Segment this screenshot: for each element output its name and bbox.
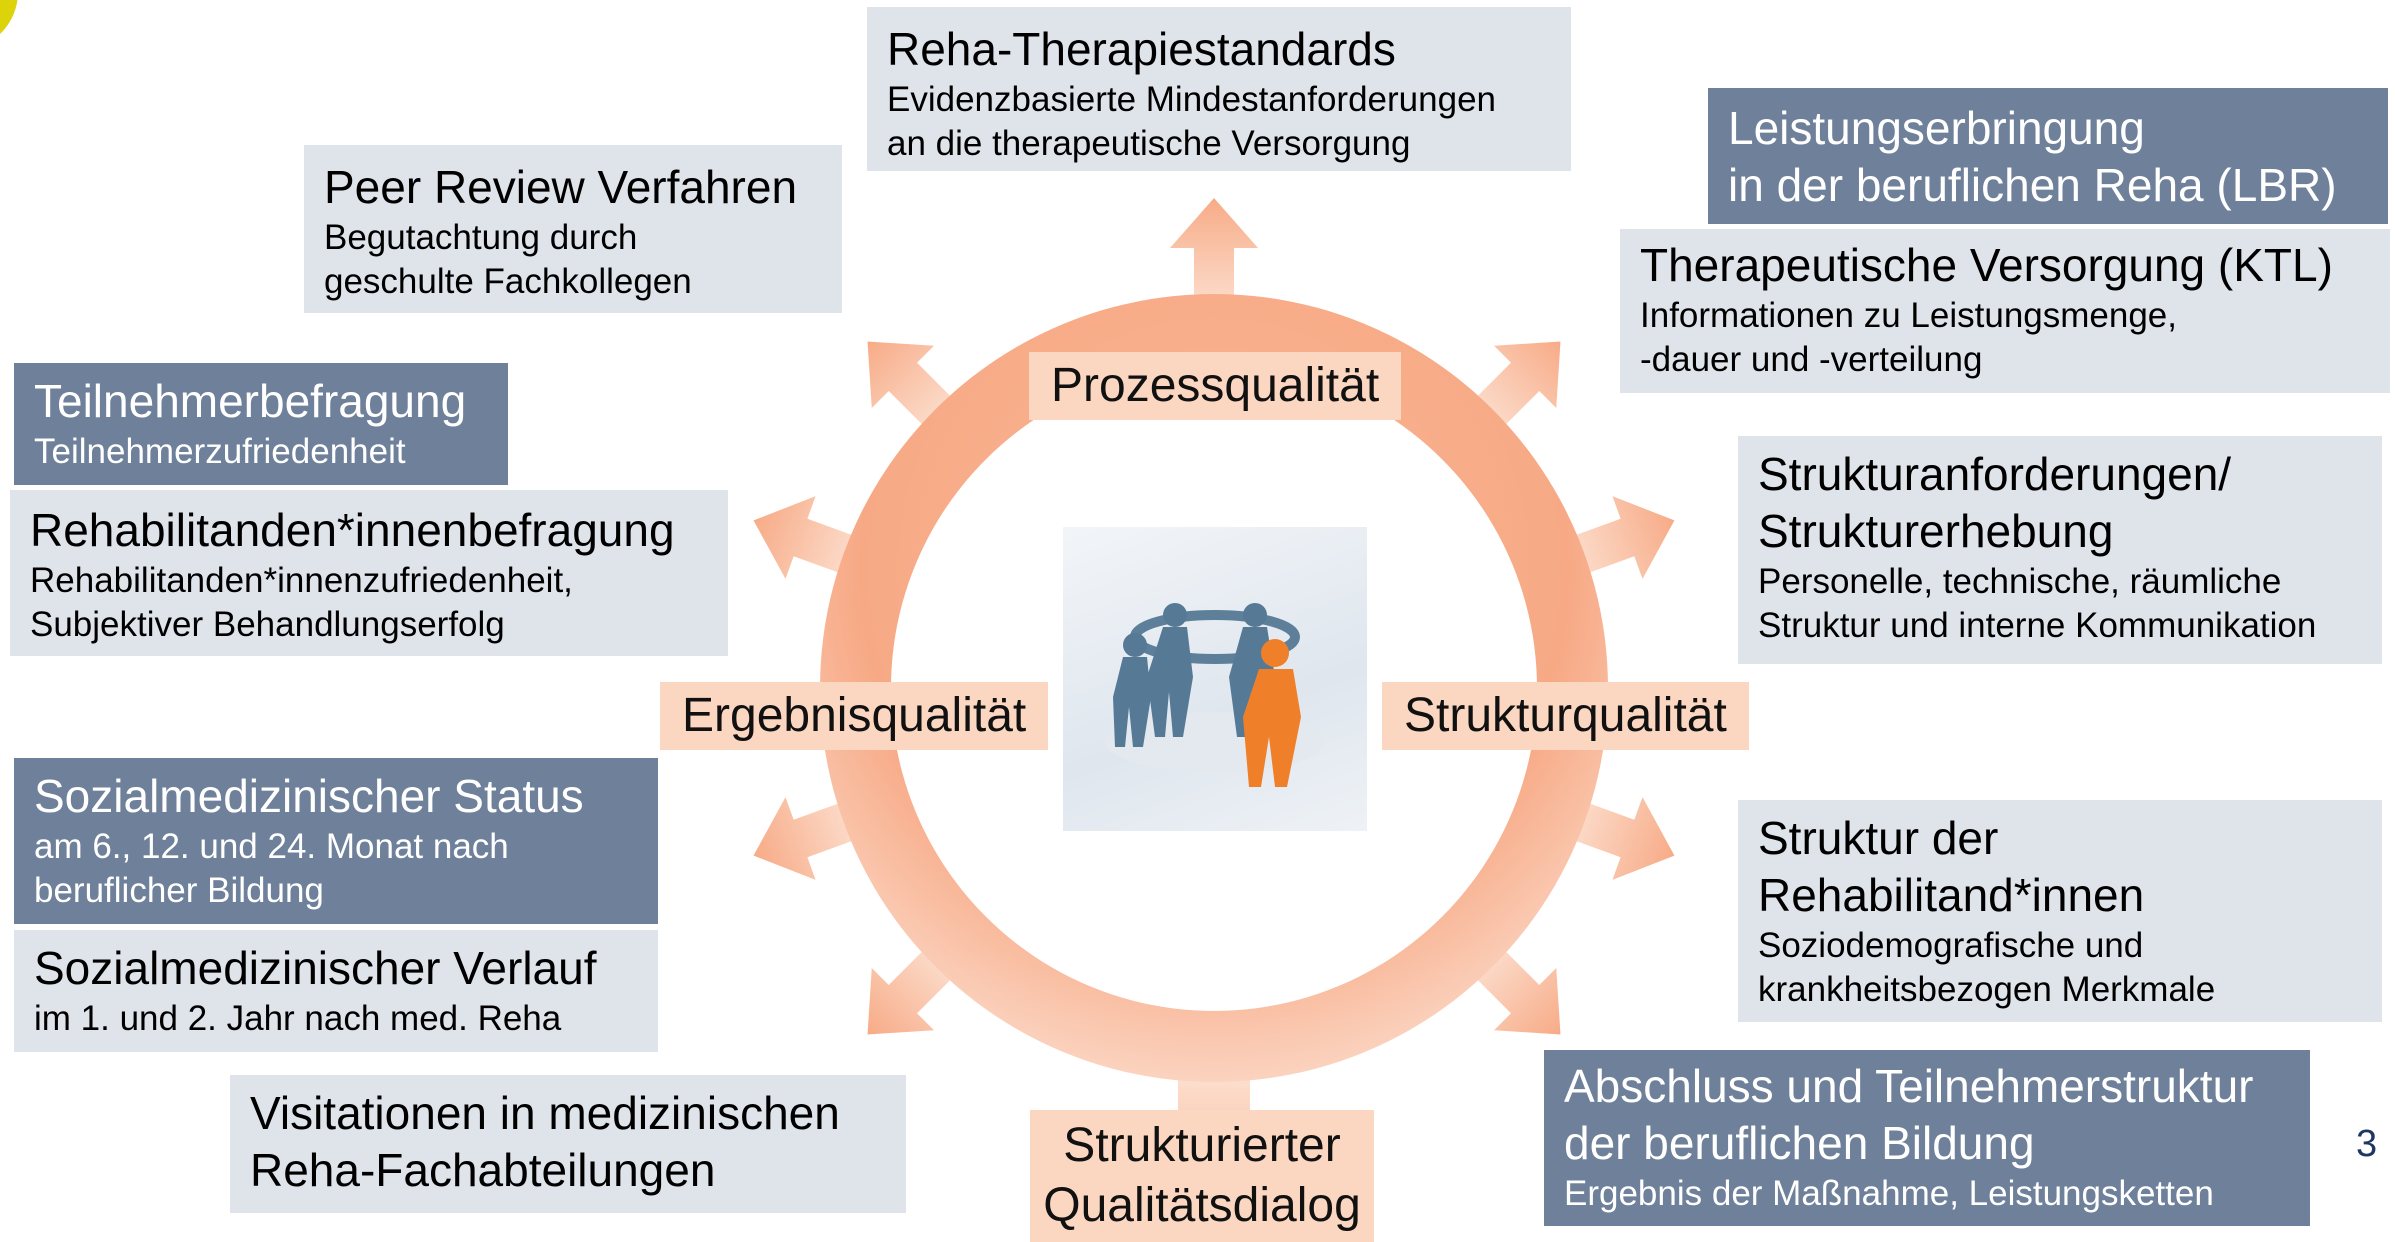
sozialmedizinischer-status-box: Sozialmedizinischer Status am 6., 12. un… — [14, 758, 658, 924]
box-line: im 1. und 2. Jahr nach med. Reha — [34, 999, 562, 1038]
box-line: Evidenzbasierte Mindestanforderungen — [887, 80, 1496, 119]
box-line: an die therapeutische Versorgung — [887, 124, 1411, 163]
box-title: Sozialmedizinischer Status — [34, 770, 584, 822]
box-title-line: Strukturerhebung — [1758, 505, 2114, 557]
box-line: Rehabilitanden*innenzufriedenheit, — [30, 561, 573, 600]
page-number: 3 — [2356, 1123, 2378, 1165]
box-line: Teilnehmerzufriedenheit — [34, 432, 406, 471]
box-title-line: Rehabilitand*innen — [1758, 869, 2145, 921]
peer-review-box: Peer Review Verfahren Begutachtung durch… — [304, 145, 842, 313]
box-line: am 6., 12. und 24. Monat nach — [34, 827, 509, 866]
box-title-line: Strukturanforderungen/ — [1758, 448, 2232, 500]
sozialmedizinischer-verlauf-box: Sozialmedizinischer Verlauf im 1. und 2.… — [14, 930, 658, 1052]
radial-arrow — [1170, 198, 1258, 328]
lbr-box: Leistungserbringung in der beruflichen R… — [1708, 88, 2388, 224]
box-title: Rehabilitanden*innenbefragung — [30, 504, 675, 556]
struktur-rehabilitanden-box: Struktur der Rehabilitand*innen Soziodem… — [1738, 800, 2382, 1022]
rehabilitandenbefragung-box: Rehabilitanden*innenbefragung Rehabilita… — [10, 490, 728, 656]
box-title-line: Leistungserbringung — [1728, 102, 2145, 154]
box-line: geschulte Fachkollegen — [324, 262, 692, 301]
box-title: Reha-Therapiestandards — [887, 23, 1396, 75]
box-title-line: Visitationen in medizinischen — [250, 1087, 840, 1139]
box-title-line: Abschluss und Teilnehmerstruktur — [1564, 1060, 2254, 1112]
strukturierter-qualitaetsdialog-label: Strukturierter Qualitätsdialog — [1030, 1110, 1374, 1242]
box-line: Struktur und interne Kommunikation — [1758, 606, 2317, 645]
abschluss-box: Abschluss und Teilnehmerstruktur der ber… — [1544, 1050, 2310, 1226]
visitationen-box: Visitationen in medizinischen Reha-Facha… — [230, 1075, 906, 1213]
box-line: -dauer und -verteilung — [1640, 340, 1983, 379]
box-line: Informationen zu Leistungsmenge, — [1640, 296, 2177, 335]
box-title: Teilnehmerbefragung — [34, 375, 467, 427]
box-line: Soziodemografische und — [1758, 926, 2144, 965]
teamwork-image — [1063, 527, 1367, 831]
box-line: Ergebnis der Maßnahme, Leistungsketten — [1564, 1174, 2214, 1213]
box-title: Sozialmedizinischer Verlauf — [34, 942, 597, 994]
dialog-label-text: Strukturierter Qualitätsdialog — [1043, 1119, 1361, 1232]
box-title: Therapeutische Versorgung (KTL) — [1640, 239, 2333, 291]
box-title-line: Struktur der — [1758, 812, 1999, 864]
box-line: Subjektiver Behandlungserfolg — [30, 605, 505, 644]
box-line: krankheitsbezogen Merkmale — [1758, 970, 2216, 1009]
box-line: Personelle, technische, räumliche — [1758, 562, 2282, 601]
strukturanforderungen-box: Strukturanforderungen/ Strukturerhebung … — [1738, 436, 2382, 664]
box-title-line: der beruflichen Bildung — [1564, 1117, 2035, 1169]
prozessqualitaet-label: Prozessqualität — [1029, 352, 1402, 420]
people-circle-icon — [1105, 603, 1325, 787]
box-line: Begutachtung durch — [324, 218, 638, 257]
reha-therapiestandards-box: Reha-Therapiestandards Evidenzbasierte M… — [867, 7, 1571, 171]
box-title-line: Reha-Fachabteilungen — [250, 1144, 716, 1196]
ktl-box: Therapeutische Versorgung (KTL) Informat… — [1620, 229, 2390, 393]
teilnehmerbefragung-box: Teilnehmerbefragung Teilnehmerzufriedenh… — [14, 363, 508, 485]
box-title: Peer Review Verfahren — [324, 161, 798, 213]
box-title-line: in der beruflichen Reha (LBR) — [1728, 159, 2337, 211]
strukturqualitaet-label: Strukturqualität — [1382, 682, 1749, 750]
box-line: beruflicher Bildung — [34, 871, 324, 910]
ergebnisqualitaet-label: Ergebnisqualität — [660, 682, 1049, 750]
